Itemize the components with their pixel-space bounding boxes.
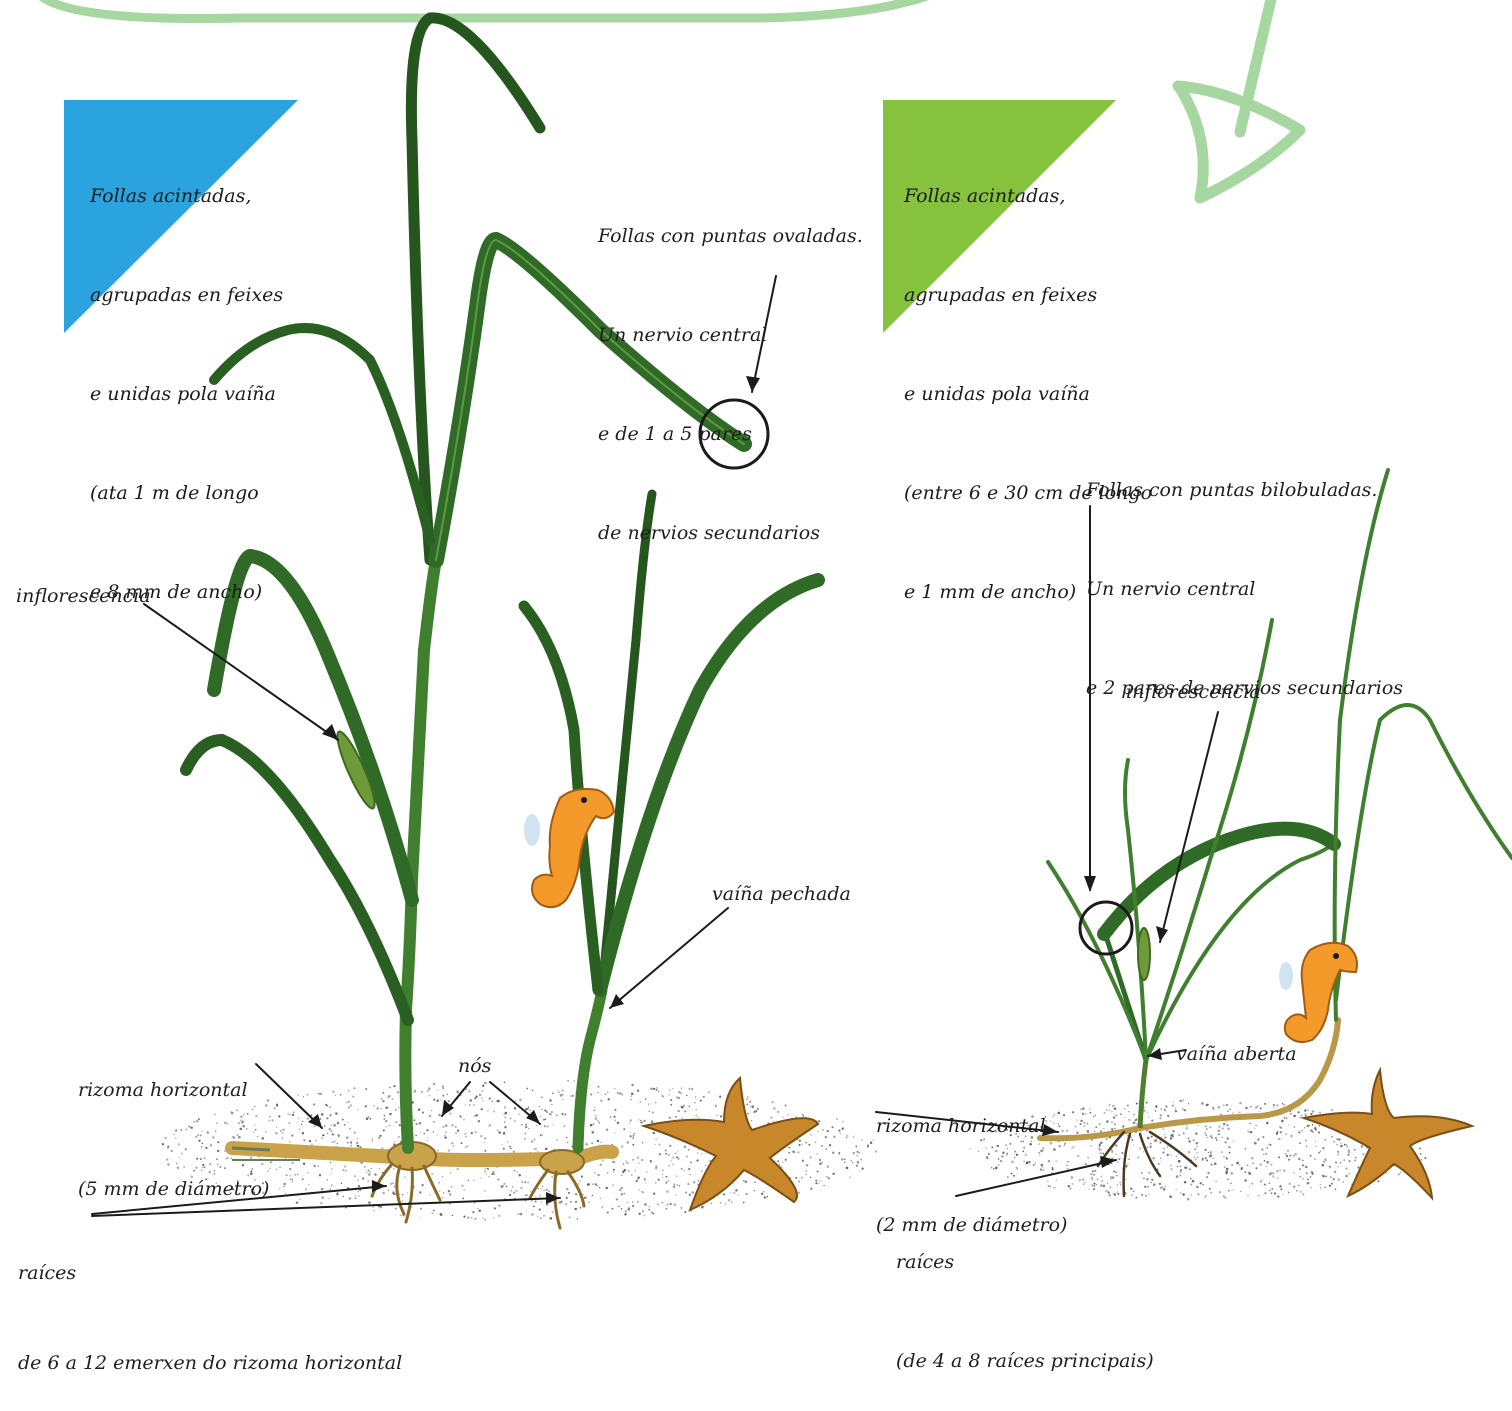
marina-tip-line: de nervios secundarios — [598, 517, 863, 550]
noltii-tip-line: Follas con puntas bilobuladas. — [1086, 474, 1403, 507]
starfish-left — [644, 1078, 818, 1210]
seahorse-left — [524, 789, 614, 907]
marina-box-line: agrupadas en feixes — [90, 279, 283, 312]
seahorse-right — [1279, 943, 1357, 1042]
noltii-roots-label: raíces (de 4 a 8 raíces principais) — [896, 1180, 1154, 1411]
marina-box-line: (ata 1 m de longo — [90, 477, 283, 510]
inflorescence-right — [1138, 928, 1150, 980]
noltii-rhizome-line: rizoma horizontal — [876, 1110, 1067, 1143]
noltii-box-line: agrupadas en feixes — [904, 279, 1152, 312]
marina-roots-line: raíces — [18, 1258, 402, 1288]
marina-rhizome-line: rizoma horizontal — [78, 1074, 269, 1107]
marina-tip-line: e de 1 a 5 pares — [598, 418, 863, 451]
top-decorative-arc — [40, 0, 930, 19]
marina-inflorescence-label: inflorescencia — [16, 580, 151, 613]
noltii-roots-line: raíces — [896, 1246, 1154, 1279]
marina-roots-label: raíces de 6 a 12 emerxen do rizoma horiz… — [18, 1198, 402, 1408]
zostera-marina-description: Follas acintadas, agrupadas en feixes e … — [90, 114, 283, 642]
starfish-right — [1304, 1070, 1472, 1198]
noltii-tip-line: Un nervio central — [1086, 573, 1403, 606]
noltii-box-line: e unidas pola vaíña — [904, 378, 1152, 411]
marina-tip-line: Un nervio central — [598, 319, 863, 352]
marina-roots-line: de 6 a 12 emerxen do rizoma horizontal — [18, 1348, 402, 1378]
noltii-box-line: Follas acintadas, — [904, 180, 1152, 213]
marina-sheath-label: vaíña pechada — [712, 878, 851, 911]
noltii-roots-line: (de 4 a 8 raíces principais) — [896, 1345, 1154, 1378]
marina-tip-line: Follas con puntas ovaladas. — [598, 220, 863, 253]
decorative-arrow-icon — [1178, 0, 1300, 198]
marina-box-line: Follas acintadas, — [90, 180, 283, 213]
noltii-sheath-label: vaíña aberta — [1176, 1038, 1297, 1071]
marina-nodes-label: nós — [458, 1050, 491, 1083]
marina-box-line: e unidas pola vaíña — [90, 378, 283, 411]
marina-leaf-tip-label: Follas con puntas ovaladas. Un nervio ce… — [598, 154, 863, 583]
noltii-inflorescence-label: inflorescencia — [1126, 676, 1261, 709]
